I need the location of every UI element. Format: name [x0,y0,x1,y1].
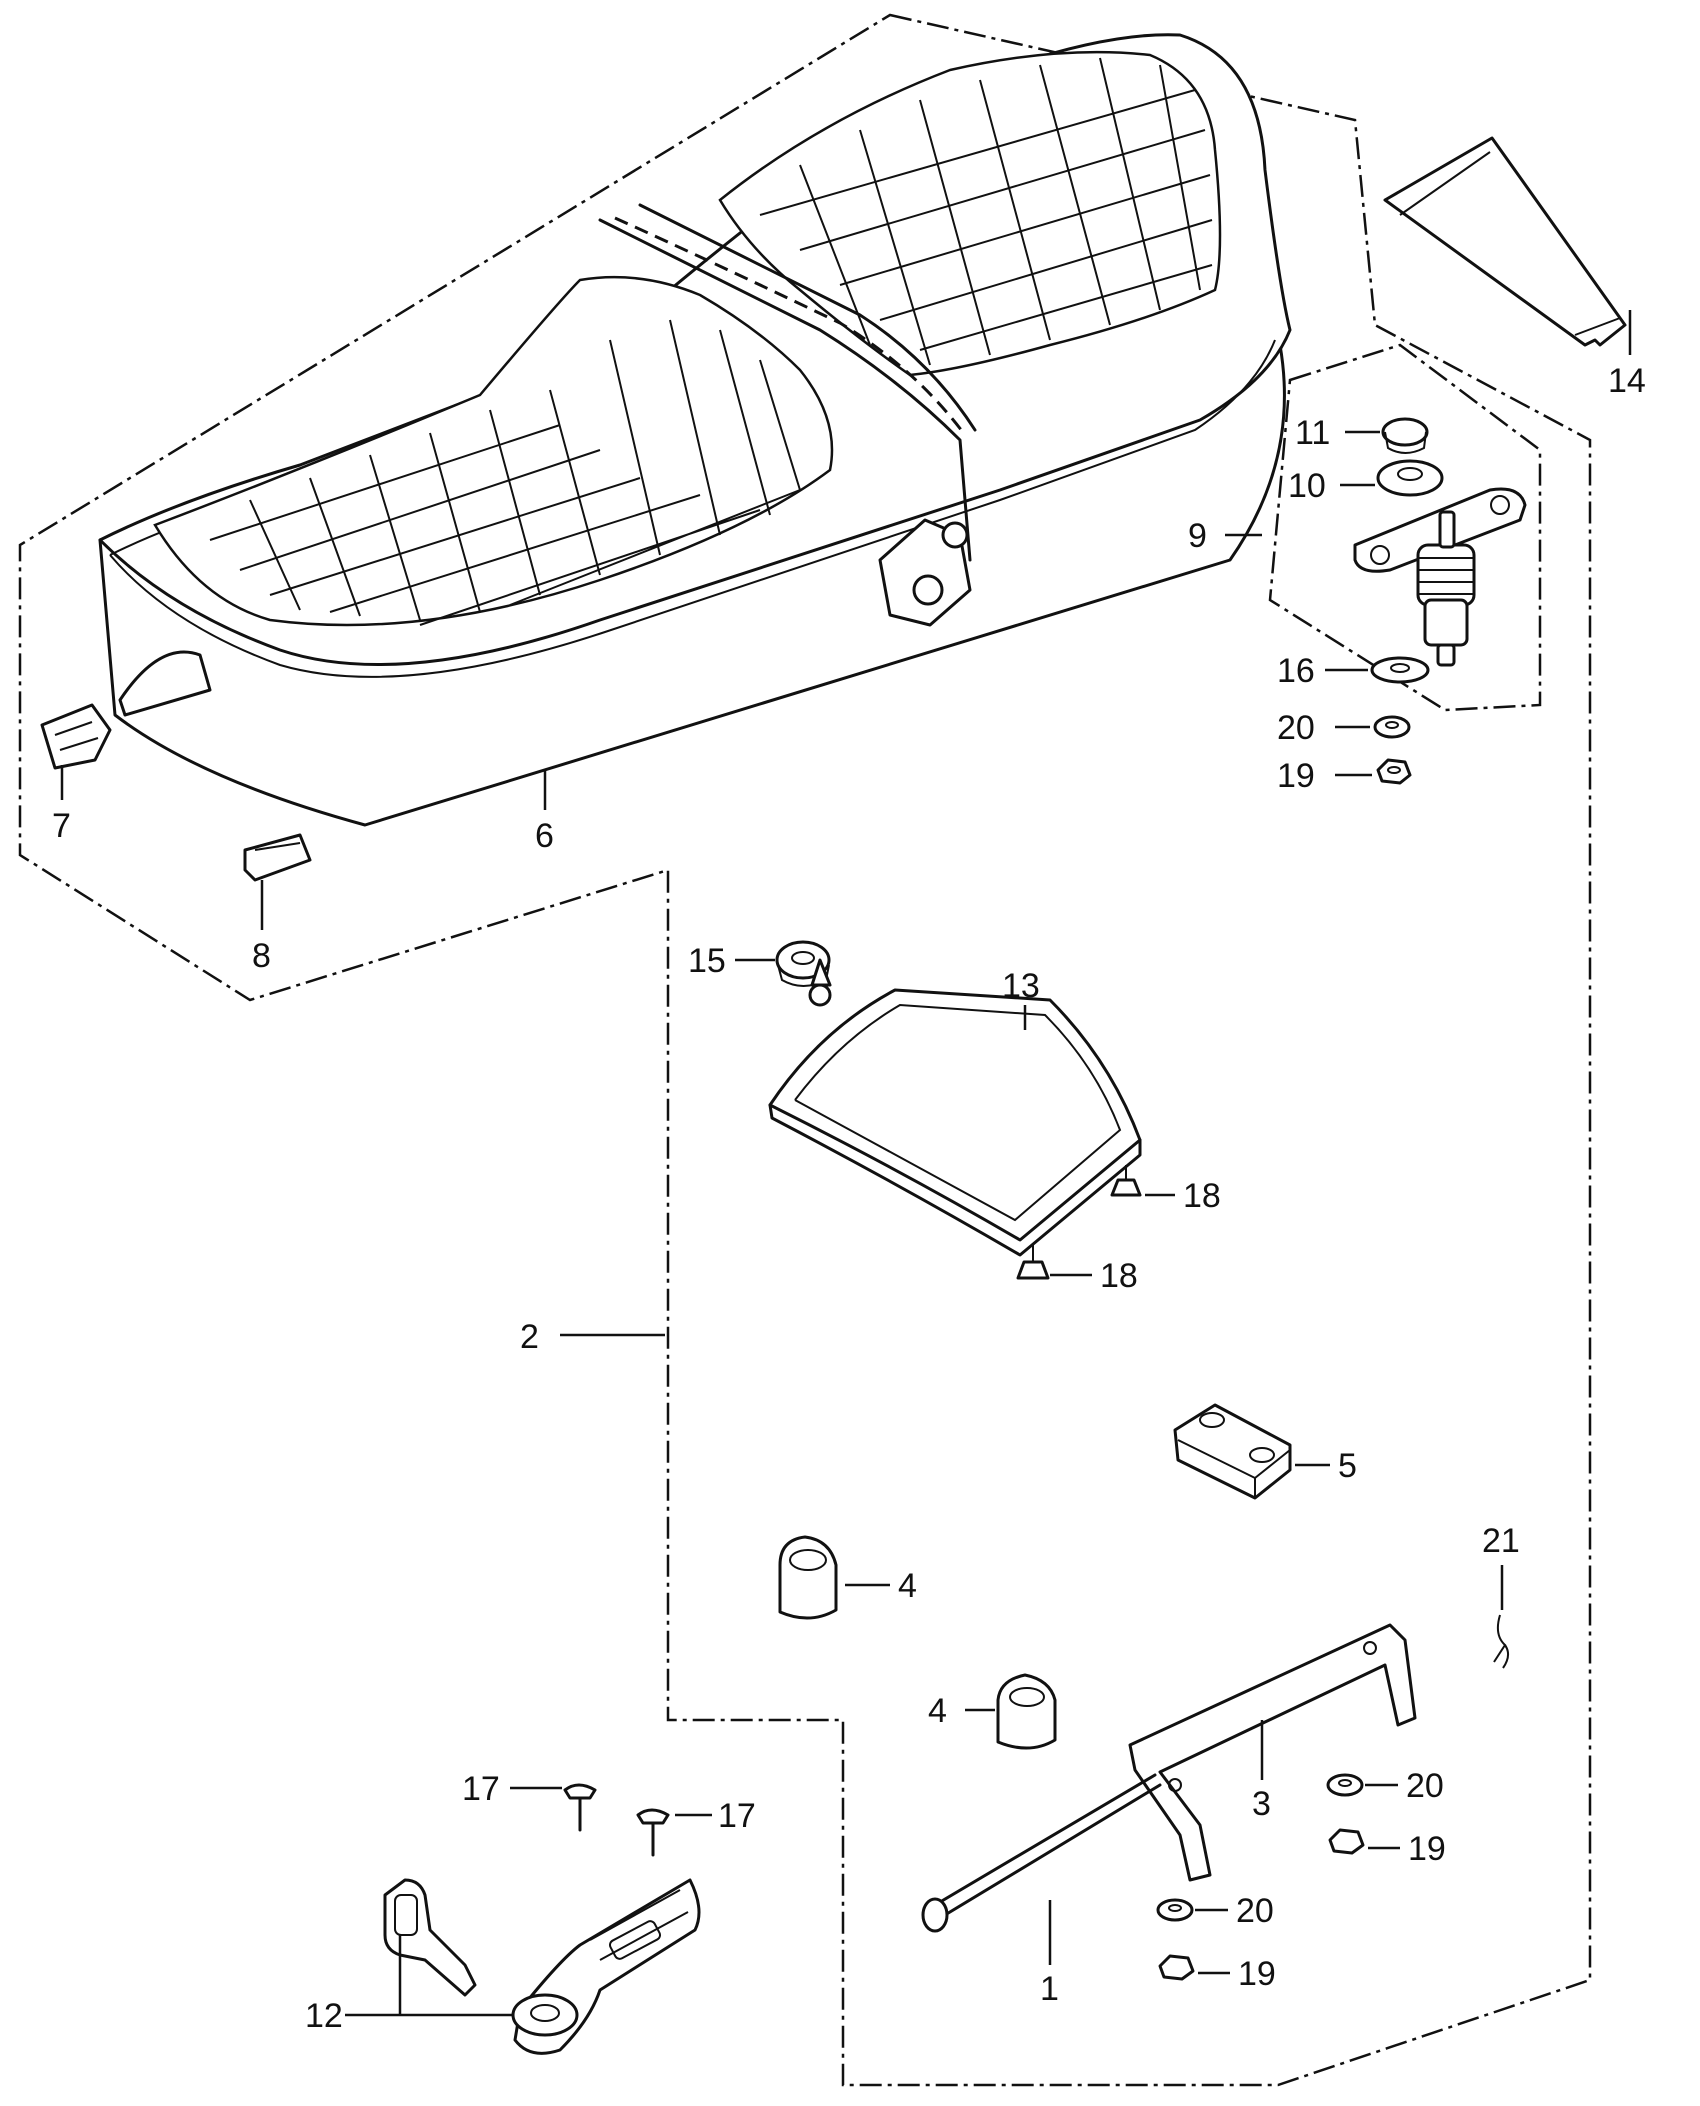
part-14-pouch [1383,136,1627,347]
callout-20-top: 20 [1277,709,1315,747]
callout-12: 12 [305,1997,343,2035]
part-13-tray [768,958,1142,1257]
callout-4-a: 4 [898,1567,917,1605]
callout-19-top: 19 [1277,757,1315,795]
callout-labels: 1 2 3 4 4 5 6 7 8 9 10 11 12 13 14 15 16… [52,362,1646,2035]
callout-20-bottom: 20 [1236,1892,1274,1930]
callout-5: 5 [1338,1447,1357,1485]
callout-16: 16 [1277,652,1315,690]
callout-3: 3 [1252,1785,1271,1823]
callout-1: 1 [1040,1970,1059,2008]
part-7-hook [40,703,112,770]
part-19-nut-right [1328,1828,1365,1855]
callout-15: 15 [688,942,726,980]
callout-18-a: 18 [1183,1177,1221,1215]
assembly-boundary [18,13,1592,2087]
seat-assembly [98,33,1292,827]
part-17-screw-b [636,1808,670,1857]
part-21-clip [1493,1614,1509,1669]
part-20-washer-right [1326,1773,1364,1797]
callout-18-b: 18 [1100,1257,1138,1295]
part-9-group [1268,343,1542,712]
callout-21: 21 [1482,1522,1520,1560]
part-20-washer-top [1373,715,1411,739]
callout-2: 2 [520,1318,539,1356]
callout-8: 8 [252,937,271,975]
part-1-rod [921,1773,1162,1933]
callout-6: 6 [535,817,554,855]
part-4-rubber-b [996,1673,1057,1750]
callout-7: 7 [52,807,71,845]
part-5-block [1173,1403,1292,1500]
callout-13: 13 [1002,967,1040,1005]
callout-10: 10 [1288,467,1326,505]
part-20-washer-bottom [1156,1898,1194,1922]
callout-20-right: 20 [1406,1767,1444,1805]
part-17-screw-a [563,1783,597,1832]
callout-17-a: 17 [462,1770,500,1808]
part-3-bracket [1128,1623,1417,1882]
callout-14: 14 [1608,362,1646,400]
callout-9: 9 [1188,517,1207,555]
callout-19-right: 19 [1408,1830,1446,1868]
part-18-screw-b [1016,1245,1050,1280]
part-18-screw-a [1110,1165,1142,1197]
part-12-lock-and-key [383,1878,701,2055]
part-19-nut-top [1376,758,1412,785]
part-4-rubber-a [778,1535,838,1620]
callout-17-b: 17 [718,1797,756,1835]
callout-11: 11 [1295,414,1330,452]
callout-19-bottom: 19 [1238,1955,1276,1993]
leader-lines [60,310,1632,2017]
part-8-latch [243,833,312,882]
callout-4-b: 4 [928,1692,947,1730]
part-19-nut-bottom [1158,1954,1195,1981]
